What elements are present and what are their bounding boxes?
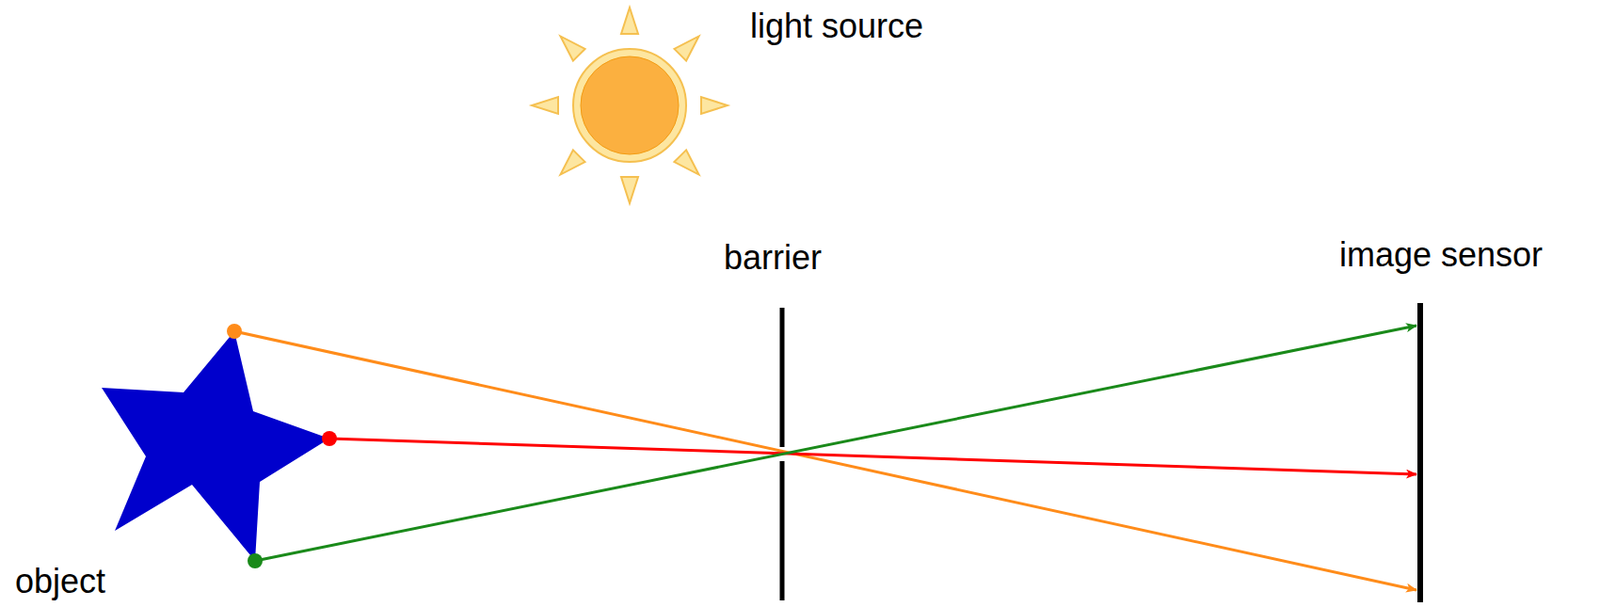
sensor-label: image sensor [1339, 236, 1543, 274]
object-label: object [15, 562, 106, 601]
point-marker [226, 323, 242, 339]
light-ray [255, 325, 1417, 561]
sun-icon [531, 7, 728, 204]
barrier-wall [780, 461, 785, 601]
barrier-wall [780, 307, 785, 448]
source-label: light source [750, 7, 924, 46]
star-object [101, 331, 330, 561]
point-marker [247, 553, 263, 569]
sensor-plane [1417, 303, 1424, 603]
light-ray [234, 331, 1417, 591]
point-marker [321, 431, 337, 447]
barrier-label: barrier [723, 239, 822, 277]
light-ray [329, 438, 1417, 475]
